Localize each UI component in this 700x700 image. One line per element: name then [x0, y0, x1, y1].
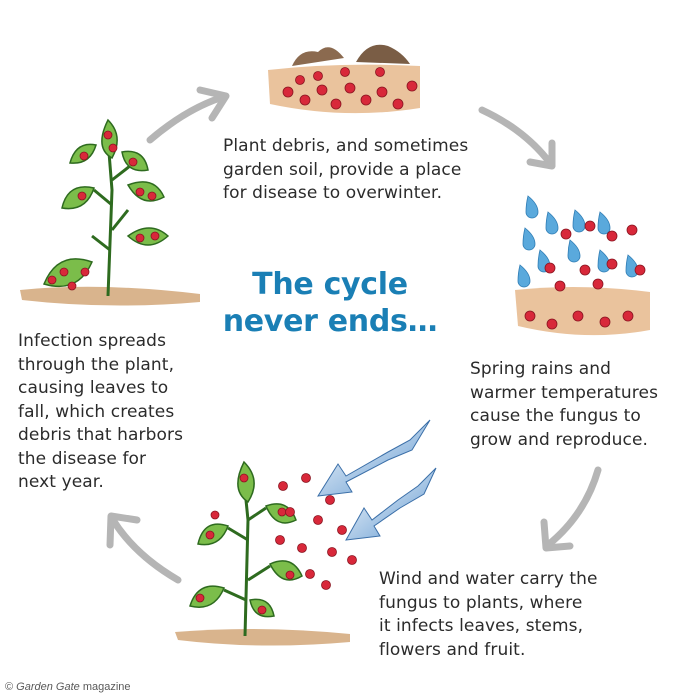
copyright-symbol: ©: [5, 681, 14, 693]
diagram-title: The cycle never ends…: [222, 267, 438, 339]
step-rain-caption: Spring rains and warmer temperatures cau…: [470, 359, 659, 450]
spores-soil: [282, 67, 418, 110]
brand-suffix: magazine: [82, 681, 131, 693]
wind-plant-illustration: [175, 460, 357, 646]
rain-soil-illustration: [515, 195, 650, 336]
cycle-arrow-top-left: [146, 86, 230, 144]
cycle-arrow-bottom-left: [106, 512, 182, 584]
cycle-arrow-right: [540, 466, 602, 552]
spores-rain: [524, 220, 646, 330]
step-debris-caption: Plant debris, and sometimes garden soil,…: [223, 136, 469, 203]
plant-leaves-left: [42, 118, 170, 288]
spores-airborne: [275, 473, 357, 590]
spores-plant-bottom: [195, 473, 295, 615]
step-wind-caption: Wind and water carry the fungus to plant…: [379, 569, 598, 660]
wind-arrows: [317, 419, 437, 541]
copyright-credit: © Garden Gate magazine: [5, 681, 131, 693]
cycle-arrow-top-right: [478, 106, 556, 170]
wind-arrow-lower: [345, 467, 437, 541]
brand-name: Garden Gate: [16, 681, 80, 693]
spores-plant-left: [47, 130, 160, 291]
step-spread-caption: Infection spreads through the plant, cau…: [18, 331, 184, 492]
infected-plant-illustration: [20, 118, 200, 306]
wind-arrow-upper: [317, 419, 431, 497]
soil-debris-illustration: [268, 44, 420, 114]
cycle-arrows: [106, 86, 602, 584]
rain-drops: [517, 195, 639, 288]
